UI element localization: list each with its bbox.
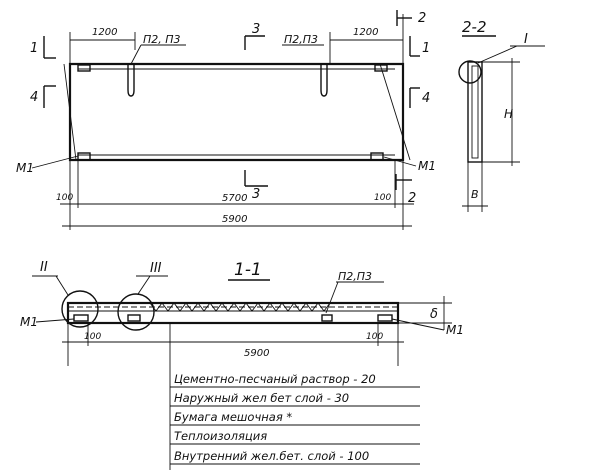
plan-sec-4-right: 4 [422,91,430,106]
sec11-dim-100-left: 100 [84,332,101,342]
plan-sec-3-bottom: 3 [252,187,260,202]
sec11-insulation-hatch [149,302,331,312]
plan-sec-1-right: 1 [422,41,430,56]
layer-legend: Цементно-песчаный раствор - 20 Наружный … [169,323,420,470]
plan-sec-4-left: 4 [30,90,38,105]
sec22-dim-b: B [471,188,479,201]
plan-anchor-label-right: П2,П3 [284,33,318,46]
plan-embed-bottom-right [370,152,384,161]
sec11-embed-right [377,314,393,322]
plan-panel-outline [68,62,405,162]
sec11-embed-left [73,314,89,322]
sec11-anchor-label: П2,П3 [338,270,372,283]
section-1-1: 1-1 II III П2,П3 δ М1 М1 [20,260,464,366]
plan-slope-left [63,63,77,161]
plan-view: 1200 П2, П3 1200 П2,П3 3 3 2 2 1 1 [16,10,436,230]
sec11-embed-anchor [321,314,333,322]
sec11-embed-mid [127,314,141,322]
sec11-m1-left: М1 [20,315,38,329]
plan-loop-right [320,64,328,97]
plan-anchor-label-left: П2, П3 [143,33,181,46]
sec22-dim-h: H [504,107,513,121]
plan-embed-top-left [77,64,91,72]
plan-embed-top-right [374,64,388,72]
plan-sec-3-top: 3 [252,22,260,37]
legend-item-5: Внутренний жел.бет. слой - 100 [174,449,369,463]
plan-loop-left [127,64,135,97]
legend-item-3: Бумага мешочная * [174,410,292,424]
sec11-detail-ii: II [40,260,48,275]
sec22-detail-circle [458,60,482,84]
legend-item-1: Цементно-песчаный раствор - 20 [174,372,376,386]
legend-item-2: Наружный жел бет слой - 30 [174,391,349,405]
plan-dim-100-right: 100 [374,193,391,203]
sec11-detail-iii-circle [117,293,155,331]
plan-sec-2-bottom: 2 [408,191,416,206]
plan-dim-100-left: 100 [56,193,73,203]
sec11-detail-iii: III [150,261,162,276]
plan-sec-1-left: 1 [30,41,38,56]
plan-dim-1200-right: 1200 [353,27,378,38]
sec11-panel-outer [66,301,400,325]
sec11-dim-100-right: 100 [366,332,383,342]
plan-slope-right [379,63,411,161]
section-2-2: 2-2 I H B [458,18,545,212]
plan-m1-right: М1 [418,159,436,173]
sec22-title: 2-2 [462,18,487,36]
plan-dim-5700: 5700 [222,193,247,204]
sec11-detail-ii-circle [61,290,99,328]
plan-dim-1200-left: 1200 [92,27,117,38]
sec11-title: 1-1 [234,260,262,280]
plan-m1-left: М1 [16,161,34,175]
plan-sec-2-top: 2 [418,11,426,26]
sec22-detail-mark: I [524,32,528,47]
sec11-dim-5900: 5900 [244,348,269,359]
sec11-m1-right: М1 [446,323,464,337]
plan-embed-bottom-left [77,152,91,161]
plan-dim-5900: 5900 [222,214,247,225]
sec11-dim-delta: δ [430,307,438,322]
legend-item-4: Теплоизоляция [174,429,267,443]
sec22-panel-inner [471,65,479,159]
